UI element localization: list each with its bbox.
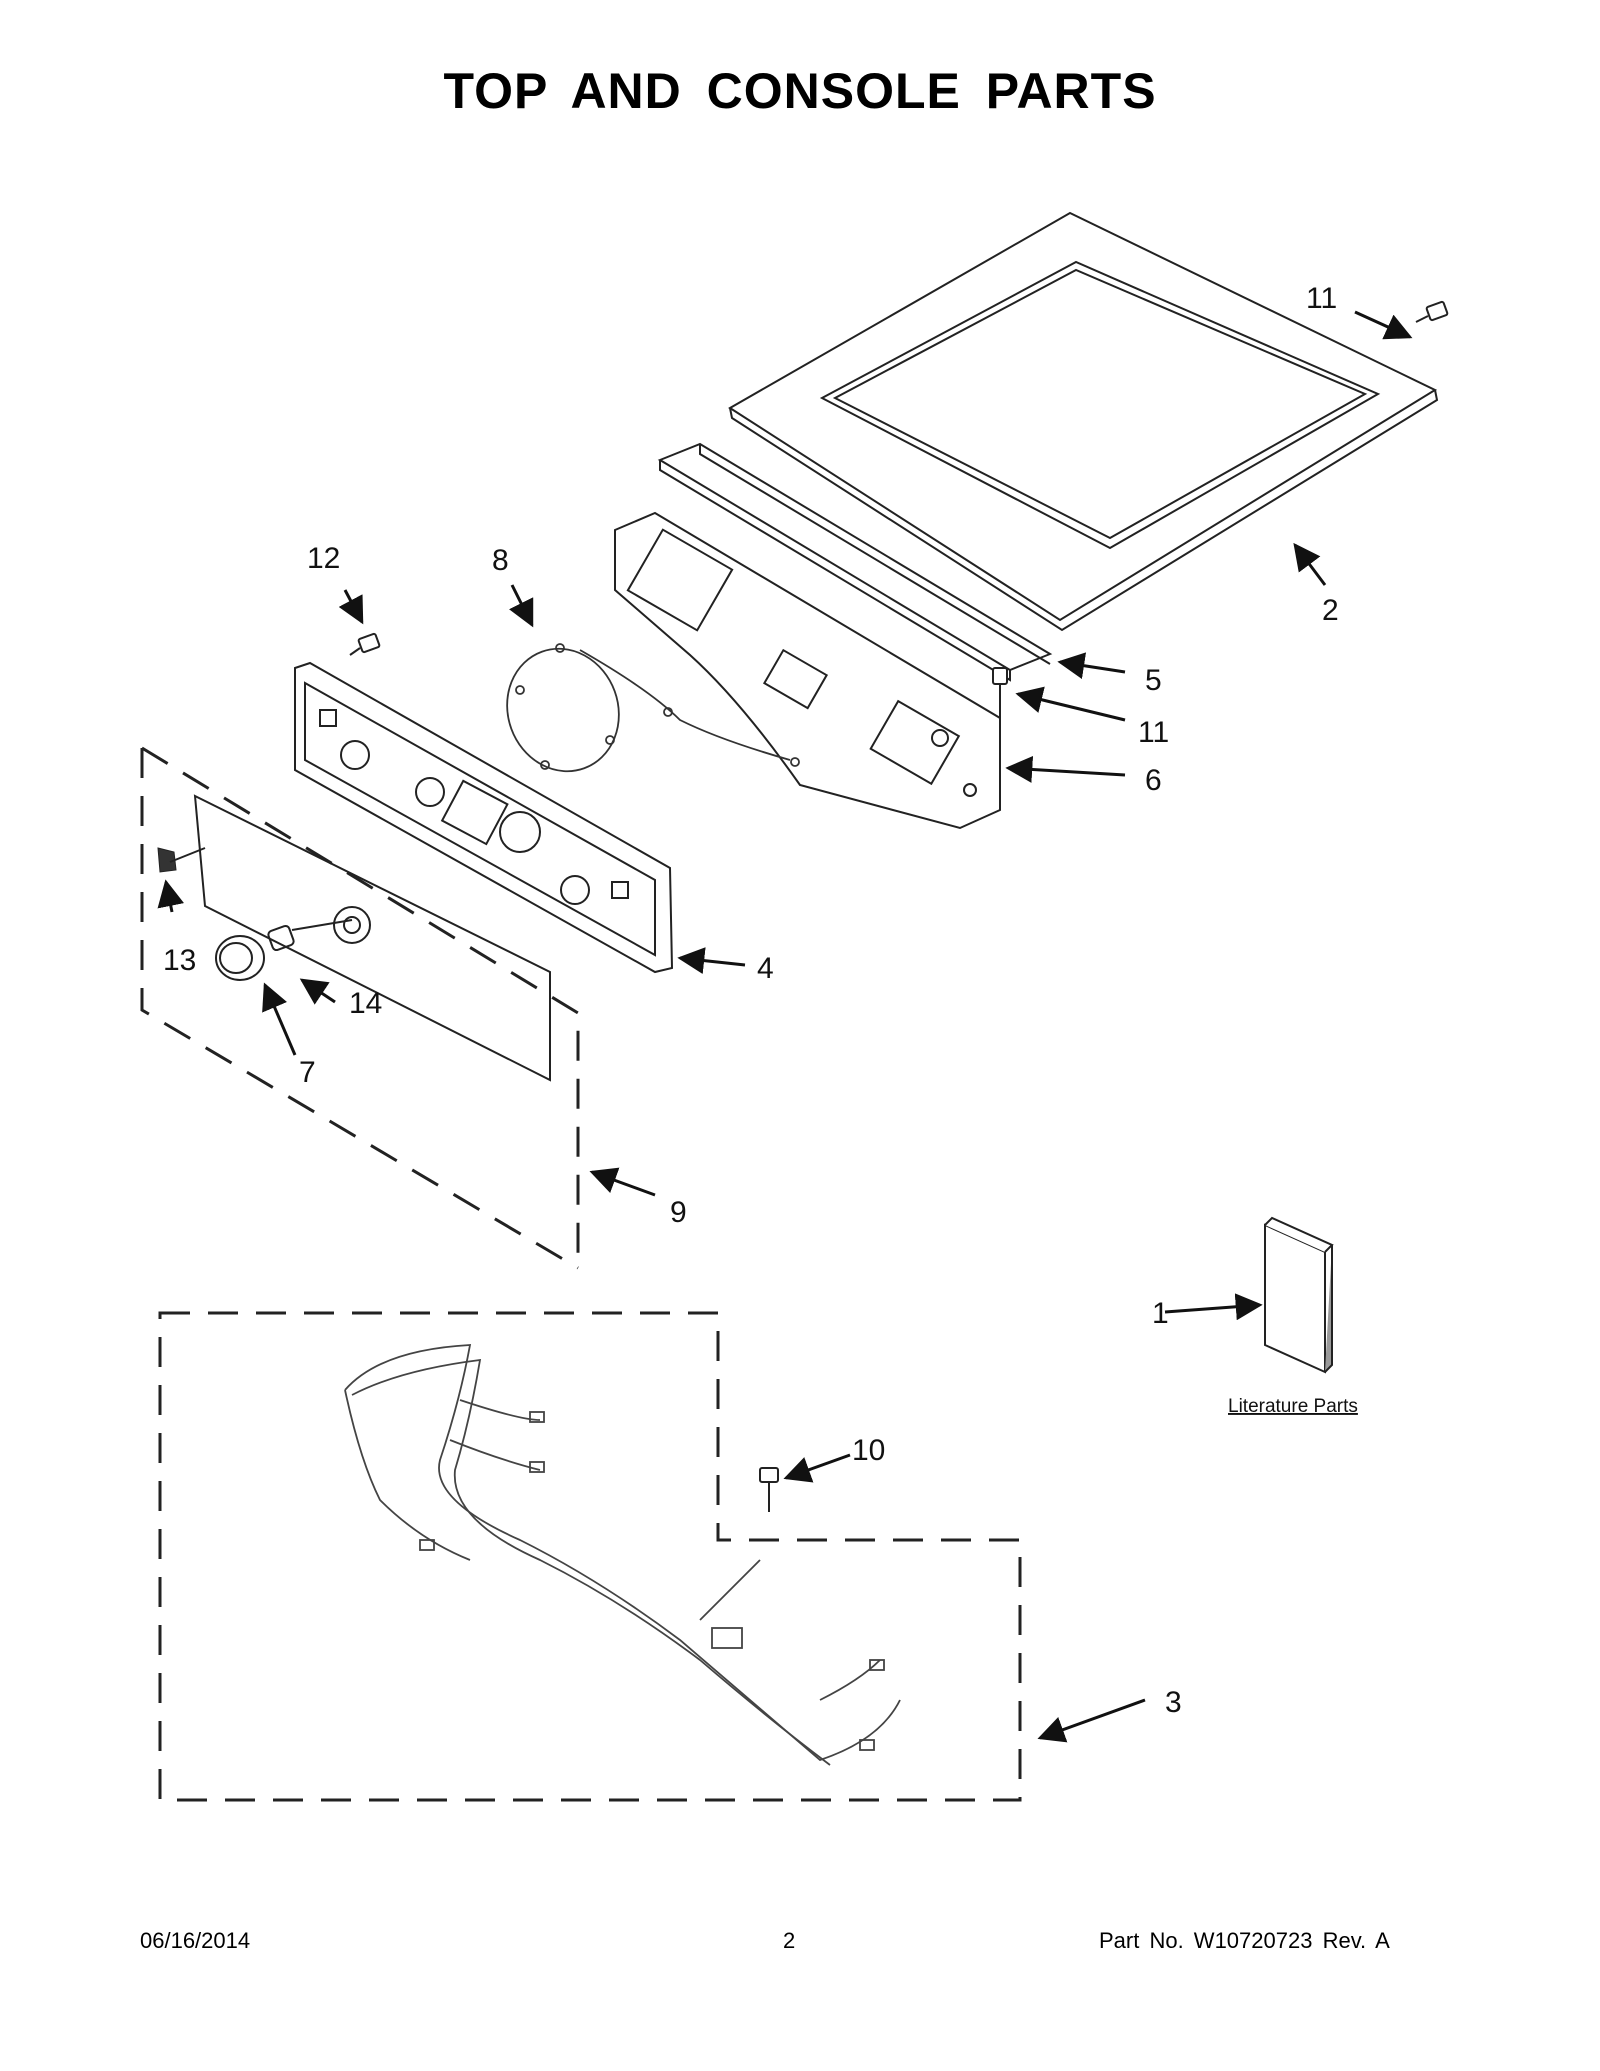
footer-date: 06/16/2014 [140, 1928, 251, 1953]
page-title: TOP AND CONSOLE PARTS [443, 63, 1157, 119]
console-back-plate [614, 511, 1001, 830]
literature-booklet [1264, 1216, 1334, 1374]
knob [215, 906, 371, 981]
callout-12: 12 [307, 542, 340, 575]
callout-11-side: 11 [1138, 716, 1169, 749]
footer-part-number: Part No. W10720723 Rev. A [1099, 1928, 1390, 1953]
leader-arrows [157, 310, 1413, 1743]
literature-parts-label: Literature Parts [1228, 1396, 1358, 1417]
screw-10 [759, 1467, 779, 1512]
assembly-outline-3 [158, 1311, 1022, 1802]
callout-13: 13 [163, 944, 196, 977]
wire-ring-harness [506, 643, 800, 773]
clip [157, 847, 206, 873]
callout-1: 1 [1152, 1297, 1169, 1330]
screw-11-top [1415, 300, 1449, 323]
callout-5: 5 [1145, 664, 1162, 697]
callout-8: 8 [492, 544, 509, 577]
callout-3: 3 [1165, 1686, 1182, 1719]
assembly-outline-9 [140, 746, 580, 1270]
footer-page-number: 2 [783, 1928, 796, 1953]
callout-numbers: 11 2 5 11 6 4 12 8 13 14 7 9 1 10 3 Lite… [163, 282, 1358, 1719]
callout-11-top: 11 [1306, 282, 1337, 315]
callout-6: 6 [1145, 764, 1162, 797]
screw-12 [349, 632, 381, 656]
rear-bracket [657, 442, 1053, 682]
console-panel [294, 661, 674, 974]
callout-10: 10 [852, 1434, 885, 1467]
console-overlay [193, 794, 551, 1082]
callout-4: 4 [757, 952, 774, 985]
callout-7: 7 [299, 1056, 316, 1089]
callout-14: 14 [349, 987, 382, 1020]
top-panel [728, 211, 1439, 632]
callout-9: 9 [670, 1196, 687, 1229]
callout-2: 2 [1322, 594, 1339, 627]
screw-11-side [992, 667, 1008, 720]
wiring-harness [344, 1344, 901, 1766]
